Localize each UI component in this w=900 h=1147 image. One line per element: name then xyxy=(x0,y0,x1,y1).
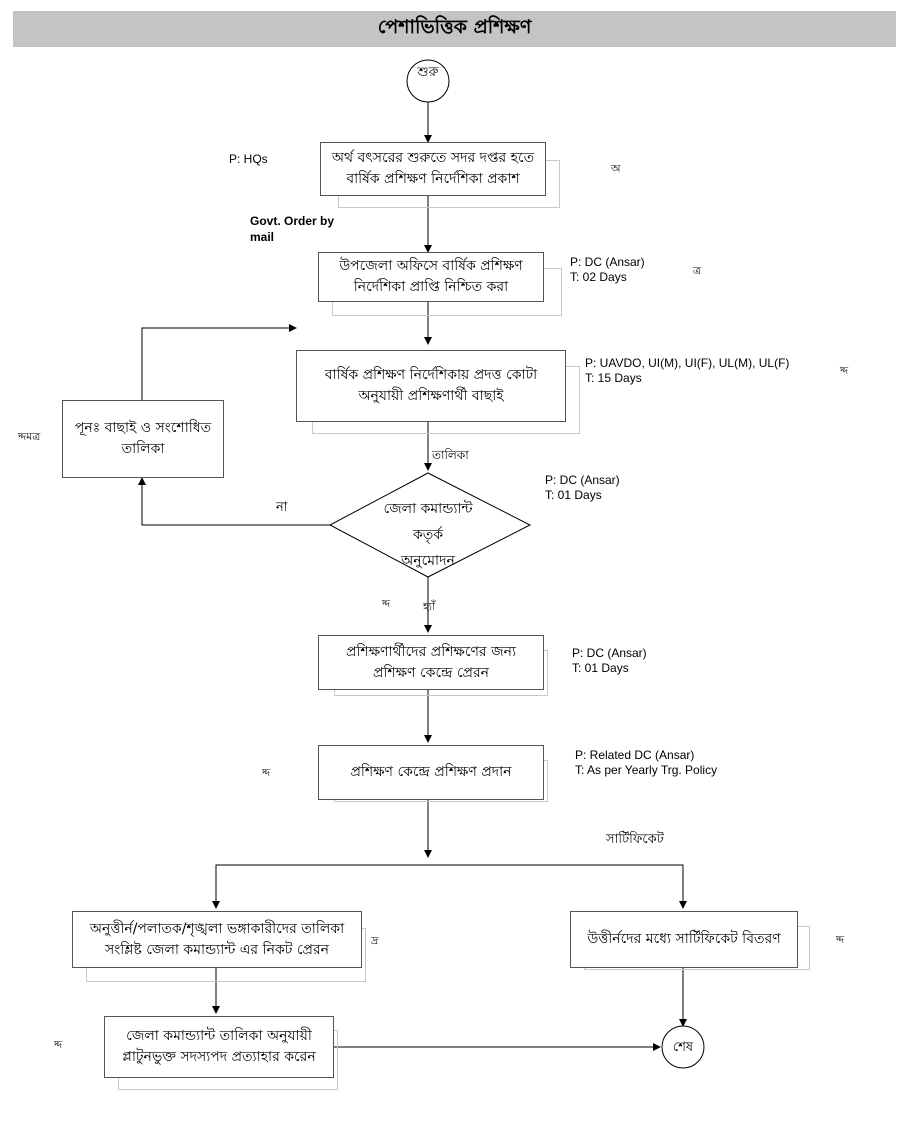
s3-line1: বার্ষিক প্রশিক্ষণ নির্দেশিকায় প্রদত্ত ক… xyxy=(324,367,538,383)
decision-yes-mark: দ্দ xyxy=(382,597,391,610)
decision-line1: জেলা কমান্ড্যান্ট xyxy=(383,501,473,517)
s9-line1: জেলা কমান্ড্যান্ট তালিকা অনুযায়ী xyxy=(126,1028,312,1044)
s7-box: অনুত্তীর্ন/পলাতক/শৃঙ্খলা ভঙ্গাকারীদের তা… xyxy=(72,911,362,968)
s6-line1: প্রশিক্ষণ কেন্দ্রে প্রশিক্ষণ প্রদান xyxy=(350,764,512,780)
s1-p: P: HQs xyxy=(229,152,268,166)
title-text: পেশাভিত্তিক প্রশিক্ষণ xyxy=(377,16,532,38)
s3-p: P: UAVDO, UI(M), UI(F), UL(M), UL(F) xyxy=(585,356,790,370)
s1-mark: অ xyxy=(611,162,621,175)
s8-box: উত্তীর্নদের মধ্যে সার্টিফিকেট বিতরণ xyxy=(570,911,798,968)
decision-text: জেলা কমান্ড্যান্ট কতৃর্ক অনুমোদন xyxy=(360,496,496,574)
certificate-label: সার্টিফিকেট xyxy=(606,832,664,847)
edge-split-left xyxy=(215,864,684,900)
s2-line2: নির্দেশিকা প্রাপ্তি নিশ্চিত করা xyxy=(353,279,509,295)
decision-t: T: 01 Days xyxy=(545,488,602,502)
s2-t: T: 02 Days xyxy=(570,270,627,284)
decision-yes: হ্যাঁ xyxy=(423,600,436,613)
s8-mark: দ্দ xyxy=(836,933,845,946)
s7-line1: অনুত্তীর্ন/পলাতক/শৃঙ্খলা ভঙ্গাকারীদের তা… xyxy=(89,920,345,937)
end-circle xyxy=(661,1025,705,1069)
s3-t: T: 15 Days xyxy=(585,371,642,385)
list-label: তালিকা xyxy=(432,448,469,462)
edge-decision-no xyxy=(138,477,330,526)
s5-line2: প্রশিক্ষণ কেন্দ্রে প্রেরন xyxy=(372,664,490,681)
s5-line1: প্রশিক্ষণার্থীদের প্রশিক্ষণের জন্য xyxy=(345,643,517,660)
s6-box: প্রশিক্ষণ কেন্দ্রে প্রশিক্ষণ প্রদান xyxy=(318,745,544,800)
s9-box: জেলা কমান্ড্যান্ট তালিকা অনুযায়ী প্লাটু… xyxy=(104,1016,334,1078)
decision-no: না xyxy=(276,500,288,515)
decision-line3: অনুমোদন xyxy=(401,553,455,569)
s5-t: T: 01 Days xyxy=(572,661,629,675)
s2-mark: ত্র xyxy=(693,264,702,277)
s3-box: বার্ষিক প্রশিক্ষণ নির্দেশিকায় প্রদত্ত ক… xyxy=(296,350,566,422)
s2-box: উপজেলা অফিসে বার্ষিক প্রশিক্ষণ নির্দেশিক… xyxy=(318,252,544,302)
start-label: শুরু xyxy=(417,65,439,80)
page-title: পেশাভিত্তিক প্রশিক্ষণ xyxy=(13,11,896,47)
s2-line1: উপজেলা অফিসে বার্ষিক প্রশিক্ষণ xyxy=(339,258,523,274)
s7-mark: দ্র xyxy=(371,934,379,947)
s6-mark: দ্দ xyxy=(262,766,271,779)
decision-p: P: DC (Ansar) xyxy=(545,473,620,487)
s1-line2: বার্ষিক প্রশিক্ষণ নির্দেশিকা প্রকাশ xyxy=(346,171,520,187)
s3-line2: অনুযায়ী প্রশিক্ষণার্থী বাছাই xyxy=(358,388,504,404)
s6-t: T: As per Yearly Trg. Policy xyxy=(575,763,718,777)
decision-line2: কতৃর্ক xyxy=(412,527,444,543)
edge-s4-s3 xyxy=(141,324,297,400)
govt-order-label-2: mail xyxy=(250,230,275,244)
s2-p: P: DC (Ansar) xyxy=(570,255,645,269)
s1-line1: অর্থ বৎসরের শুরুতে সদর দপ্তর হতে xyxy=(331,150,535,166)
s4-line2: তালিকা xyxy=(121,441,165,457)
govt-order-label: Govt. Order by xyxy=(250,214,335,228)
s1-box: অর্থ বৎসরের শুরুতে সদর দপ্তর হতে বার্ষিক… xyxy=(320,142,546,196)
s4-line1: পূনঃ বাছাই ও সংশোধিত xyxy=(74,420,212,436)
s4-box: পূনঃ বাছাই ও সংশোধিত তালিকা xyxy=(62,400,224,478)
end-label: শেষ xyxy=(672,1040,694,1055)
s9-line2: প্লাটুনভুক্ত সদস্যপদ প্রত্যাহার করেন xyxy=(122,1049,316,1065)
s4-mark: দ্দমত্র xyxy=(18,430,41,443)
s7-line2: সংশ্লিষ্ট জেলা কমান্ড্যান্ট এর নিকট প্রে… xyxy=(104,941,330,958)
s5-p: P: DC (Ansar) xyxy=(572,646,647,660)
s5-box: প্রশিক্ষণার্থীদের প্রশিক্ষণের জন্য প্রশি… xyxy=(318,635,544,690)
s6-p: P: Related DC (Ansar) xyxy=(575,748,695,762)
s3-mark: দ্দ xyxy=(840,364,849,377)
s9-mark: দ্দ xyxy=(54,1038,63,1051)
s8-line1: উত্তীর্নদের মধ্যে সার্টিফিকেট বিতরণ xyxy=(587,931,781,947)
